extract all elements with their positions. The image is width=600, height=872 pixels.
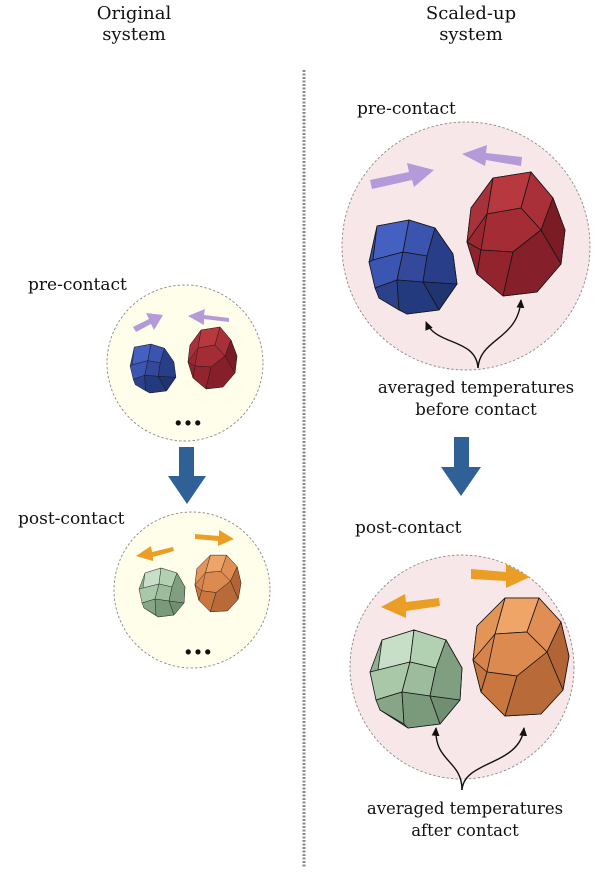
right-post-contact-label: post-contact <box>355 518 462 538</box>
right-caption-after-line1: averaged temperatures <box>367 799 563 818</box>
left-pre-contact-label: pre-contact <box>28 275 127 295</box>
right-post-arrow-right <box>471 564 530 588</box>
right-title-line2: system <box>439 24 503 45</box>
right-caption-before-line2: before contact <box>415 400 537 419</box>
left-post-contact-circle <box>113 511 271 669</box>
left-title-line1: Original <box>97 3 172 24</box>
right-pre-arrow-left <box>462 145 522 166</box>
right-post-pointer-right <box>461 727 528 791</box>
left-pre-ellipsis: ... <box>173 399 202 432</box>
right-pre-arrow-right <box>370 163 434 189</box>
right-pre-contact-label: pre-contact <box>357 99 456 119</box>
left-pre-arrow-left <box>188 309 229 325</box>
left-post-arrow-left <box>136 546 174 561</box>
right-caption-after-line2: after contact <box>411 821 519 840</box>
left-transition-arrow <box>168 447 206 504</box>
right-post-pointer-left <box>431 727 463 791</box>
right-caption-before-line1: averaged temperatures <box>378 378 574 397</box>
right-post-arrow-left <box>381 594 440 618</box>
left-post-contact-label: post-contact <box>18 509 125 529</box>
right-pre-pointer-right <box>477 299 525 369</box>
left-post-ellipsis: ... <box>183 628 212 661</box>
left-pre-arrow-right <box>133 313 163 332</box>
left-post-orange-particle <box>194 554 242 612</box>
right-title-line1: Scaled-up <box>426 3 516 24</box>
right-pre-pointer-left <box>425 321 479 369</box>
left-title-line2: system <box>102 24 166 45</box>
left-post-arrow-right <box>195 530 234 546</box>
right-post-orange-particle <box>472 597 570 717</box>
right-transition-arrow <box>441 437 481 496</box>
